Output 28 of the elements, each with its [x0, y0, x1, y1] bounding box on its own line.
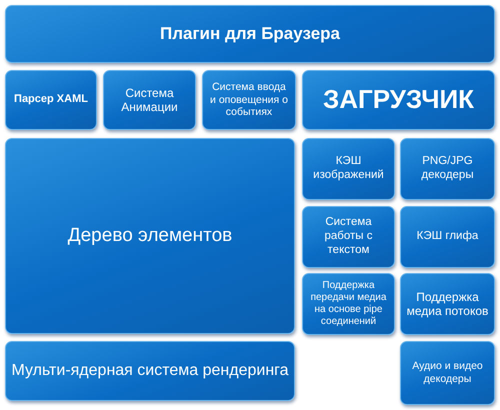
block-label: Система работы с текстом — [324, 216, 374, 258]
block-label: PNG/JPG декодеры — [420, 155, 475, 183]
component-block — [5, 138, 295, 334]
block-label: Плагин для Браузера — [160, 24, 340, 44]
component-block — [5, 70, 97, 130]
block-label: КЭШ глифа — [416, 230, 478, 244]
component-block — [103, 70, 196, 130]
component-block — [202, 70, 296, 130]
block-label: Парсер XAML — [14, 93, 88, 107]
component-block — [400, 341, 495, 405]
block-label: Система ввода и оповещения о событиях — [209, 81, 289, 119]
block-label: Поддержка передачи медиа на основе pipe соединений — [310, 280, 388, 328]
block-label: Поддержка медиа потоков — [406, 290, 489, 318]
component-block — [302, 206, 395, 268]
component-block — [5, 5, 495, 63]
component-block — [400, 206, 495, 268]
component-block — [400, 138, 495, 200]
component-block — [302, 70, 495, 130]
block-label: Дерево элементов — [68, 224, 232, 248]
component-block — [302, 273, 395, 335]
block-label: КЭШ изображений — [312, 155, 385, 183]
component-block — [302, 138, 395, 200]
block-label: Система Анимации — [120, 86, 179, 114]
block-label: Мульти-ядерная система рендеринга — [11, 361, 289, 381]
block-label: ЗАГРУЗЧИК — [322, 84, 474, 116]
component-block — [5, 341, 295, 401]
block-label: Аудио и видео декодеры — [411, 360, 484, 386]
component-block — [400, 273, 495, 335]
